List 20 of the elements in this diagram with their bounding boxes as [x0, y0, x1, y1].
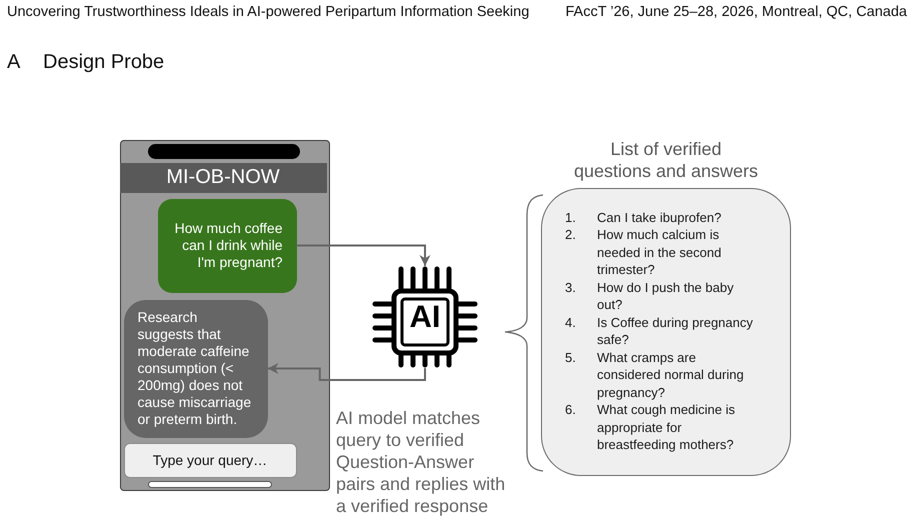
question-bubble: How much coffee can I drink while I'm pregnant?: [158, 198, 296, 292]
app-title-bar: MI-OB-NOW: [120, 162, 326, 192]
query-input-field: Type your query…: [124, 442, 296, 478]
list-heading: List of verified questions and answers: [572, 138, 760, 182]
chip-label: AI: [408, 298, 442, 336]
caption-text: AI model matches query to verified Question-Answer pairs and replies with a verified response: [336, 407, 506, 517]
venue-info: FAccT ’26, June 25–28, 2026, Montreal, QC, Canada: [566, 4, 907, 22]
section-heading: Design Probe: [43, 50, 164, 74]
answer-bubble: Research suggests that moderate caffeine consumption (< 200mg) does not cause miscarriage or preterm birth.: [124, 300, 268, 438]
list-item: 4. Is Coffee during pregnancy safe?: [565, 314, 754, 348]
list-item: 5. What cramps are considered normal during pregnancy?: [565, 348, 745, 401]
list-item: 6. What cough medicine is appropriate for breastfeeding mothers?: [565, 401, 736, 454]
list-item: 2. How much calcium is needed in the second trimester?: [565, 226, 722, 278]
section-number: A: [7, 50, 20, 74]
list-item: 3. How do I push the baby out?: [565, 278, 735, 314]
running-title: Uncovering Trustworthiness Ideals in AI-powered Peripartum Information Seeking: [7, 4, 530, 22]
arrow: [296, 244, 430, 266]
arrow: [268, 363, 426, 381]
phone-frame: [120, 140, 330, 491]
list-item: 1. Can I take ibuprofen?: [565, 208, 722, 226]
